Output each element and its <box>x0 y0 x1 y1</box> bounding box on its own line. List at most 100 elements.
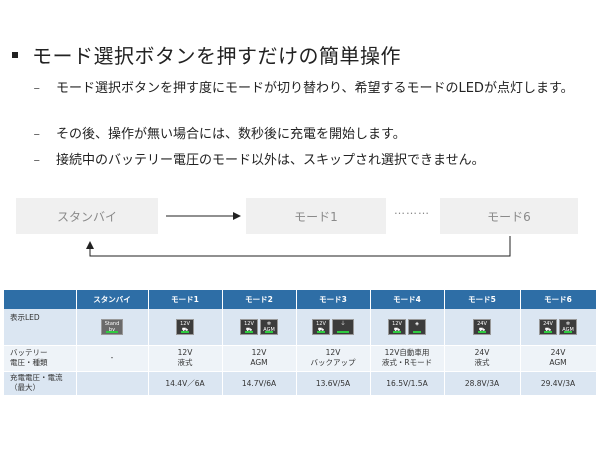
battery-line-1: - <box>110 353 114 362</box>
bullet-2-text: その後、操作が無い場合には、数秒後に充電を開始します。 <box>56 127 406 142</box>
truck-icon: ⛟ <box>544 326 552 333</box>
row-label-battery-1: バッテリー <box>10 348 48 357</box>
battery-line-2: 液式 <box>474 358 490 367</box>
battery-line-2: AGM <box>549 358 567 367</box>
led-r-mode-icon: ◈ <box>408 318 426 335</box>
title-row: モード選択ボタンを押すだけの簡単操作 <box>10 40 401 69</box>
bullet-1-text: モード選択ボタンを押す度にモードが切り替わり、希望するモードのLEDが点灯します… <box>56 81 574 96</box>
battery-line-2: バックアップ <box>310 358 356 367</box>
led-bar <box>544 330 552 333</box>
led-bar <box>181 330 189 333</box>
battery-cell-standby: - <box>76 345 149 372</box>
charge-cell-mode1: 14.4V／6A <box>148 371 223 396</box>
led-12v-icon: 12V⛟ <box>388 318 406 335</box>
truck-icon: ⛟ <box>478 326 486 333</box>
charge-cell-mode4: 16.5V/1.5A <box>370 371 445 396</box>
led-24v-icon: 24V⛟ <box>539 318 557 335</box>
led-bar <box>564 330 572 333</box>
led-bar <box>478 330 486 333</box>
led-cell-standby: Stand by <box>76 309 149 346</box>
flow-mode1-box: モード1 <box>246 198 386 234</box>
table-row-charge: 充電電圧・電流 （最大） 14.4V／6A 14.7V/6A 13.6V/5A … <box>4 371 597 396</box>
row-label-charge: 充電電圧・電流 （最大） <box>4 371 77 396</box>
page-title: モード選択ボタンを押すだけの簡単操作 <box>32 44 401 68</box>
battery-line-1: 12V自動車用 <box>384 348 430 357</box>
bullet-1: – モード選択ボタンを押す度にモードが切り替わり、希望するモードのLEDが点灯し… <box>34 80 576 98</box>
led-cell-mode5: 24V⛟ <box>444 309 521 346</box>
bullet-2: – その後、操作が無い場合には、数秒後に充電を開始します。 <box>34 126 406 144</box>
header-mode2: モード2 <box>222 290 297 309</box>
led-bar <box>106 330 118 333</box>
bullet-square-icon <box>12 51 18 58</box>
led-voltage-text: 12V <box>392 320 402 327</box>
battery-line-1: 12V <box>177 348 193 357</box>
battery-line-2: AGM <box>250 358 268 367</box>
led-bar <box>245 330 253 333</box>
header-mode3: モード3 <box>296 290 371 309</box>
header-blank <box>4 290 77 309</box>
led-agm-text: AGM <box>263 326 275 333</box>
led-12v-icon: 12V⛟ <box>176 318 194 335</box>
led-voltage-text: 12V <box>316 320 326 327</box>
row-label-battery-2: 電圧・種類 <box>10 358 48 367</box>
led-12v-icon: 12V⛟ <box>312 318 330 335</box>
row-label-led: 表示LED <box>4 309 77 346</box>
flow-dots: ……… <box>394 204 430 217</box>
header-standby: スタンバイ <box>76 290 149 309</box>
flow-mode6-box: モード6 <box>440 198 578 234</box>
led-backup-icon: ⏚ <box>332 318 354 335</box>
flow-standby-box: スタンバイ <box>16 198 158 234</box>
led-12v-icon: 12V⛟ <box>240 318 258 335</box>
header-mode6: モード6 <box>520 290 597 309</box>
car-icon: ⛟ <box>317 326 325 333</box>
dash-icon: – <box>33 127 41 142</box>
car-icon: ⛟ <box>181 326 189 333</box>
charge-cell-mode2: 14.7V/6A <box>222 371 297 396</box>
led-cell-mode6: 24V⛟ ❄AGM <box>520 309 597 346</box>
bullet-3: – 接続中のバッテリー電圧のモード以外は、スキップされ選択できません。 <box>34 152 485 170</box>
battery-line-1: 12V <box>325 348 341 357</box>
charge-cell-mode5: 28.8V/3A <box>444 371 521 396</box>
mode-table: スタンバイ モード1 モード2 モード3 モード4 モード5 モード6 表示LE… <box>4 290 597 396</box>
row-label-battery: バッテリー 電圧・種類 <box>4 345 77 372</box>
battery-line-1: 24V <box>474 348 490 357</box>
led-voltage-text: 12V <box>180 320 190 327</box>
led-agm-icon: ❄AGM <box>260 318 278 335</box>
led-bar <box>265 330 273 333</box>
led-cell-mode4: 12V⛟ ◈ <box>370 309 445 346</box>
dash-icon: – <box>33 81 41 96</box>
plug-icon: ⏚ <box>340 320 346 327</box>
standby-led-icon: Stand by <box>101 318 123 335</box>
battery-line-2: 液式・Rモード <box>381 358 433 367</box>
snowflake-icon: ❄ <box>266 320 272 327</box>
led-voltage-text: 24V <box>477 320 487 327</box>
header-mode5: モード5 <box>444 290 521 309</box>
led-voltage-text: 12V <box>244 320 254 327</box>
led-cell-mode1: 12V⛟ <box>148 309 223 346</box>
row-label-charge-1: 充電電圧・電流 <box>10 373 63 382</box>
led-agm-text: AGM <box>562 326 574 333</box>
car-icon: ⛟ <box>393 326 401 333</box>
table-header-row: スタンバイ モード1 モード2 モード3 モード4 モード5 モード6 <box>4 290 597 309</box>
led-bar <box>393 330 401 333</box>
charge-cell-mode6: 29.4V/3A <box>520 371 597 396</box>
battery-cell-mode4: 12V自動車用液式・Rモード <box>370 345 445 372</box>
standby-led-text: Stand by <box>104 320 120 333</box>
snowflake-icon: ❄ <box>565 320 571 327</box>
table-row-led: 表示LED Stand by 12V⛟ 12V⛟ ❄AGM 12V⛟ ⏚ <box>4 309 597 346</box>
led-cell-mode3: 12V⛟ ⏚ <box>296 309 371 346</box>
led-agm-icon: ❄AGM <box>559 318 577 335</box>
header-mode1: モード1 <box>148 290 223 309</box>
dash-icon: – <box>33 153 41 168</box>
charge-cell-mode3: 13.6V/5A <box>296 371 371 396</box>
led-bar <box>317 330 325 333</box>
car-icon: ⛟ <box>245 326 253 333</box>
header-mode4: モード4 <box>370 290 445 309</box>
